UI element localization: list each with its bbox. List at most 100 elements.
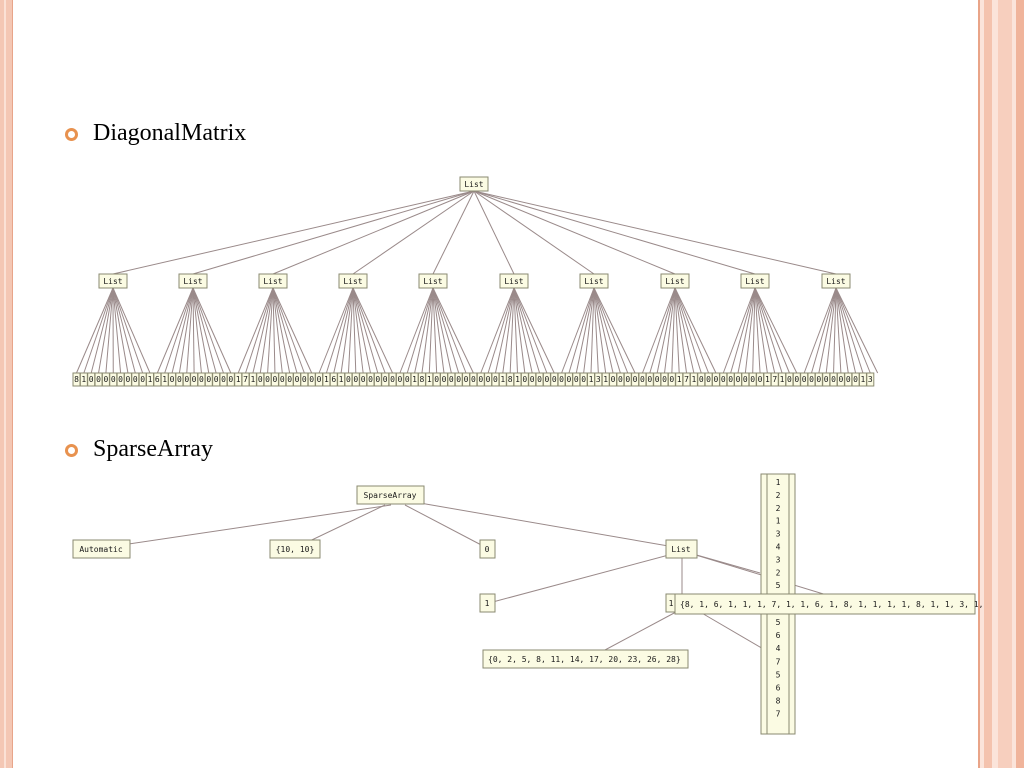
tree-edge	[593, 287, 621, 374]
node-box	[418, 273, 448, 289]
tree-edge	[432, 287, 474, 374]
node-box	[740, 273, 770, 289]
leaf-value: 0	[750, 375, 755, 384]
node-label: List	[263, 277, 282, 286]
tree-edge	[272, 287, 291, 374]
sparse-tree-edges	[101, 502, 831, 659]
tree-edge	[513, 287, 518, 374]
tree-edge	[513, 287, 548, 374]
leaf-value: 0	[353, 375, 358, 384]
tree-edge	[272, 287, 298, 374]
tree-edge	[325, 287, 354, 374]
leaf-value: 8	[420, 375, 425, 384]
leaf-value: 0	[273, 375, 278, 384]
leaf-value: 3	[596, 375, 601, 384]
tree-edge	[267, 287, 274, 374]
node-label: List	[183, 277, 202, 286]
border-stripe	[1016, 0, 1024, 768]
leaf-value: 0	[567, 375, 572, 384]
column-index: 6	[776, 631, 781, 640]
tree-edge	[835, 287, 849, 374]
tree-edge	[432, 287, 438, 374]
leaf-value: 0	[559, 375, 564, 384]
tree-edge	[192, 287, 195, 374]
tree-edge	[272, 190, 475, 275]
leaf-value: 0	[302, 375, 307, 384]
leaf-value: 0	[390, 375, 395, 384]
tree-edge	[112, 287, 129, 374]
tree-edge	[112, 287, 144, 374]
leaf-value: 0	[434, 375, 439, 384]
leaf-value: 0	[375, 375, 380, 384]
leaf-value: 0	[736, 375, 741, 384]
tree-edge	[192, 190, 475, 275]
node-label: Automatic	[79, 545, 123, 554]
section-heading-sparsearray: SparseArray	[93, 436, 213, 462]
leaf-value: 0	[140, 375, 145, 384]
tree-edge	[112, 190, 475, 275]
leaf-value: 0	[214, 375, 219, 384]
leaf-value: 1	[691, 375, 696, 384]
tree-edge	[754, 287, 776, 374]
tree-edge	[192, 287, 210, 374]
node-label: List	[584, 277, 603, 286]
node-label: 0	[485, 545, 490, 554]
leaf-value: 0	[192, 375, 197, 384]
row-list-node: List	[178, 273, 208, 289]
leaf-value: 0	[199, 375, 204, 384]
node-label: {0, 2, 5, 8, 11, 14, 17, 20, 23, 26, 28}	[488, 655, 681, 664]
leaf-value: 0	[714, 375, 719, 384]
node-box	[258, 273, 288, 289]
leaf-value: 0	[853, 375, 858, 384]
node-box	[178, 273, 208, 289]
node-label: {10, 10}	[276, 545, 315, 554]
node-box	[499, 273, 529, 289]
tree-edge	[835, 287, 842, 374]
leaf-value: 0	[552, 375, 557, 384]
tree-edge	[752, 287, 756, 374]
node-box	[98, 273, 128, 289]
tree-edge	[509, 287, 515, 374]
leaf-value: 0	[809, 375, 814, 384]
leaf-value: 0	[184, 375, 189, 384]
leaf-value: 0	[530, 375, 535, 384]
leaf-value: 0	[464, 375, 469, 384]
tree-edge	[583, 287, 595, 374]
tree-edge	[593, 287, 607, 374]
leaf-value: 0	[611, 375, 616, 384]
tree-edge	[730, 287, 756, 374]
tree-edge	[502, 287, 515, 374]
leaf-value: 6	[155, 375, 160, 384]
bullet-ring-icon	[65, 128, 78, 141]
leaf-value: 0	[221, 375, 226, 384]
tree-edge	[835, 287, 864, 374]
tree-edge	[674, 287, 702, 374]
tree-edge	[561, 287, 595, 374]
node-box	[660, 273, 690, 289]
leaf-value: 0	[537, 375, 542, 384]
node-label: List	[464, 180, 483, 189]
tree-edge	[112, 287, 122, 374]
node-label: {8, 1, 6, 1, 1, 1, 7, 1, 1, 6, 1, 8, 1, …	[680, 600, 983, 609]
leaf-value: 0	[802, 375, 807, 384]
left-border-stripe	[4, 0, 6, 768]
tree-edge	[754, 287, 790, 374]
leaf-value: 0	[96, 375, 101, 384]
node-label: List	[103, 277, 122, 286]
leaf-value: 1	[339, 375, 344, 384]
node-box	[821, 273, 851, 289]
row-list-node: List	[499, 273, 529, 289]
column-index: 5	[776, 581, 781, 590]
leaf-value: 0	[478, 375, 483, 384]
tree-edge	[674, 287, 680, 374]
leaf-value: 0	[206, 375, 211, 384]
leaf-value: 1	[677, 375, 682, 384]
leaf-value: 0	[405, 375, 410, 384]
tree-edge	[513, 287, 526, 374]
tree-edge	[656, 287, 676, 374]
leaf-value: 0	[126, 375, 131, 384]
tree-edge	[192, 287, 217, 374]
tree-edge	[754, 287, 798, 374]
leaf-value: 0	[133, 375, 138, 384]
